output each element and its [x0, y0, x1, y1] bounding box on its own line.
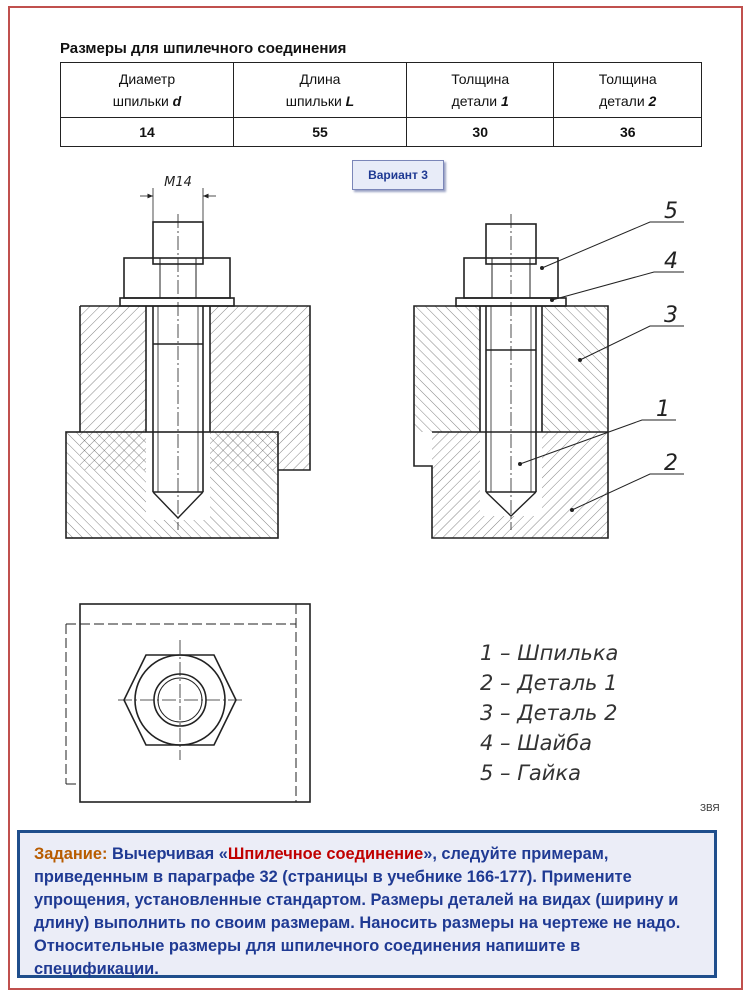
table-value-row: 14 55 30 36: [60, 117, 702, 147]
legend-item: 5 – Гайка: [480, 761, 581, 785]
header-line: детали: [599, 93, 645, 109]
header-variable: 1: [501, 93, 509, 109]
dimensions-table: Диаметр шпильки d Длина шпильки L Толщин…: [60, 62, 702, 147]
callout-number: 2: [664, 451, 678, 476]
callout-number: 4: [664, 249, 678, 274]
task-text: , следуйте примерам, приведенным в параг…: [34, 845, 681, 978]
header-variable: 2: [648, 93, 657, 109]
task-label: Задание:: [34, 845, 108, 863]
front-view-left: [65, 188, 311, 539]
value-cell: 36: [553, 117, 702, 147]
header-variable: L: [345, 93, 355, 109]
legend-item: 1 – Шпилька: [480, 641, 618, 665]
table-title: Размеры для шпилечного соединения: [60, 40, 347, 57]
header-variable: d: [172, 93, 182, 109]
callout-number: 3: [664, 303, 678, 328]
header-line: шпильки: [285, 93, 342, 109]
header-line: Толщина: [598, 71, 657, 87]
leader-dots: [518, 266, 582, 512]
callout-number: 1: [656, 397, 670, 422]
legend-item: 3 – Деталь 2: [480, 701, 617, 725]
front-view-right: [413, 214, 684, 539]
value-cell: 14: [60, 117, 234, 147]
value-cell: 55: [232, 117, 407, 147]
header-line: шпильки: [112, 93, 169, 109]
variant-badge: Вариант 3: [352, 160, 444, 190]
legend-item: 4 – Шайба: [480, 731, 592, 755]
top-view: [65, 603, 311, 803]
dimension-label: M14: [164, 175, 192, 190]
author-mark: ЗВЯ: [700, 803, 720, 814]
legend-item: 2 – Деталь 1: [480, 671, 617, 695]
header-line: Длина: [299, 71, 341, 87]
header-line: Диаметр: [118, 71, 176, 87]
task-box: Задание: Вычерчивая «Шпилечное соединени…: [17, 830, 717, 978]
parts-legend: 1 – Шпилька 2 – Деталь 1 3 – Деталь 2 4 …: [480, 641, 618, 785]
task-quote: «: [218, 845, 228, 863]
task-quote: »: [423, 845, 433, 863]
header-line: детали: [451, 93, 498, 109]
header-cell: Длина шпильки L: [232, 62, 407, 118]
callout-number: 5: [664, 199, 678, 224]
header-cell: Толщина детали 2: [553, 62, 702, 118]
task-text: Вычерчивая: [107, 845, 219, 863]
header-line: Толщина: [451, 71, 510, 87]
task-topic-name: Шпилечное соединение: [227, 845, 424, 863]
header-cell: Диаметр шпильки d: [60, 62, 234, 118]
